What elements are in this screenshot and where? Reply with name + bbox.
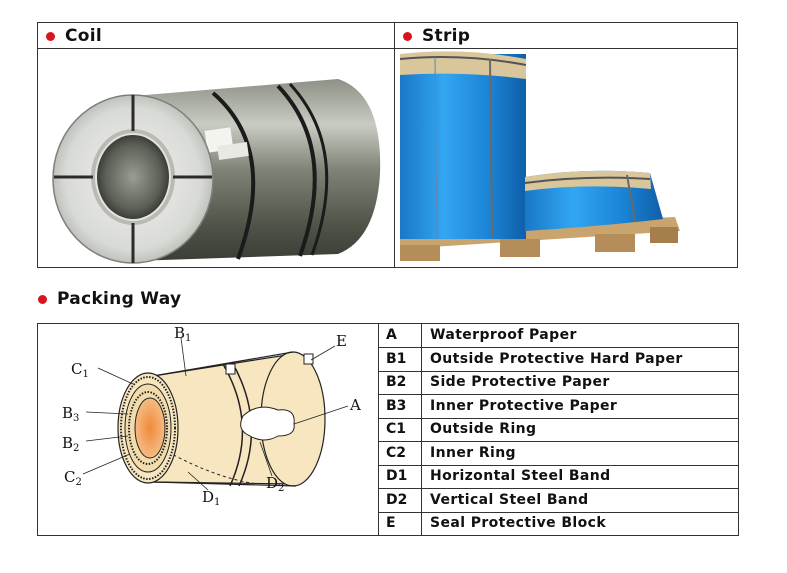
- legend-row: C2 Inner Ring: [379, 442, 738, 466]
- bullet-icon: [403, 32, 412, 41]
- legend-key: D1: [379, 465, 422, 488]
- legend-desc: Side Protective Paper: [430, 374, 610, 390]
- legend-row: D1 Horizontal Steel Band: [379, 465, 738, 489]
- legend-desc: Inner Ring: [430, 445, 516, 461]
- legend-key: E: [379, 512, 422, 536]
- legend-row: B2 Side Protective Paper: [379, 371, 738, 395]
- legend-key: B2: [379, 371, 422, 394]
- packing-way-heading: Packing Way: [57, 289, 182, 309]
- strip-header: Strip: [395, 23, 737, 49]
- label-c2: C2: [64, 468, 82, 488]
- coil-photo: [38, 49, 395, 267]
- legend-key: C1: [379, 418, 422, 441]
- legend-desc: Outside Ring: [430, 421, 537, 437]
- coil-packing-diagram: B1 E C1 B3 A B2 C2 D1 D2: [38, 324, 378, 535]
- strip-photo: [395, 49, 737, 267]
- label-a: A: [349, 396, 361, 414]
- coil-image: [38, 49, 394, 267]
- label-d2: D2: [266, 474, 284, 494]
- legend-row: A Waterproof Paper: [379, 324, 738, 348]
- legend-key: D2: [379, 489, 422, 512]
- label-e: E: [336, 332, 347, 350]
- legend-desc: Waterproof Paper: [430, 327, 577, 343]
- legend-key: B3: [379, 395, 422, 418]
- label-b2: B2: [62, 434, 79, 454]
- packing-diagram: B1 E C1 B3 A B2 C2 D1 D2: [37, 323, 379, 536]
- legend-row: D2 Vertical Steel Band: [379, 489, 738, 513]
- legend-row: C1 Outside Ring: [379, 418, 738, 442]
- coil-heading: Coil: [65, 26, 103, 46]
- legend-desc: Inner Protective Paper: [430, 398, 618, 414]
- bullet-icon: [46, 32, 55, 41]
- legend-row: E Seal Protective Block: [379, 512, 738, 536]
- strip-heading: Strip: [422, 26, 471, 46]
- label-b3: B3: [62, 404, 79, 424]
- label-c1: C1: [71, 360, 89, 380]
- legend-desc: Seal Protective Block: [430, 515, 607, 531]
- label-d1: D1: [202, 488, 220, 508]
- legend-desc: Outside Protective Hard Paper: [430, 351, 683, 367]
- legend-key: B1: [379, 348, 422, 371]
- label-b1: B1: [174, 324, 191, 344]
- legend-key: A: [379, 324, 422, 347]
- legend-key: C2: [379, 442, 422, 465]
- packing-legend-table: A Waterproof Paper B1 Outside Protective…: [379, 323, 739, 536]
- legend-row: B3 Inner Protective Paper: [379, 395, 738, 419]
- legend-desc: Horizontal Steel Band: [430, 468, 611, 484]
- product-photos-table: Coil Strip: [37, 22, 738, 268]
- strip-image: [395, 49, 737, 267]
- bullet-icon: [38, 295, 47, 304]
- packing-way-header: Packing Way: [38, 289, 181, 309]
- legend-desc: Vertical Steel Band: [430, 492, 589, 508]
- legend-row: B1 Outside Protective Hard Paper: [379, 348, 738, 372]
- coil-header: Coil: [38, 23, 395, 49]
